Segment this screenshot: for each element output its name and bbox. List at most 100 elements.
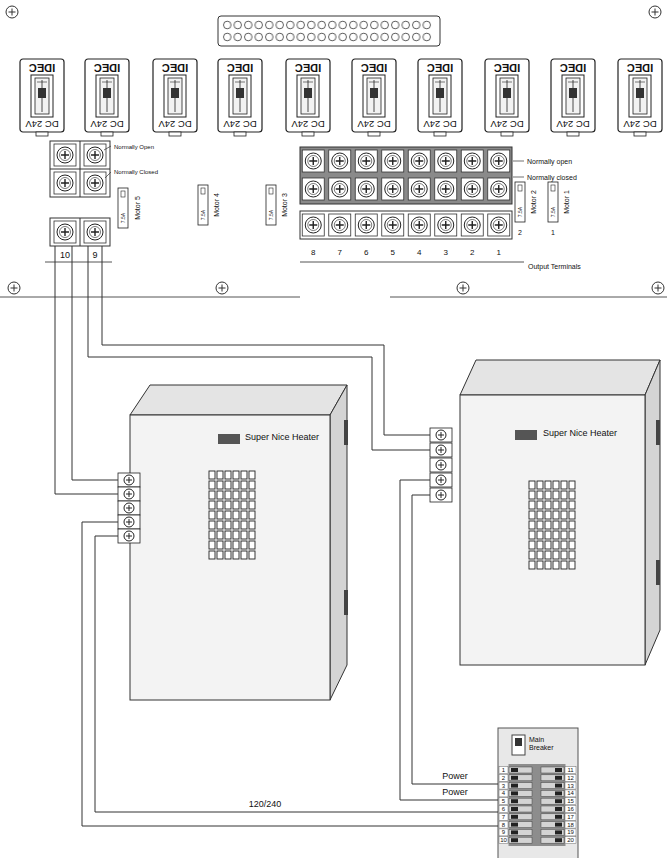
heater-box: Super Nice Heater (430, 395, 645, 665)
wire-label: Power (440, 788, 470, 798)
relay-body (551, 59, 595, 136)
panel-screw (8, 282, 20, 294)
output-band (300, 147, 512, 204)
relay-module: IDEC DC 24V (417, 58, 463, 136)
circuit-number: 14 (567, 790, 574, 796)
relay-module: IDECDC 24V (217, 58, 263, 136)
relay-brand: IDEC (295, 61, 321, 72)
relay-brand: IDEC (560, 61, 586, 72)
relay-voltage: DC 24V (623, 119, 656, 129)
breaker-title: Main Breaker (529, 736, 563, 751)
relay-module: IDEC DC 24V (285, 58, 331, 136)
panel-screw (216, 282, 228, 294)
panel-label: Motor 5 (134, 196, 141, 220)
connector-header (218, 16, 440, 46)
relay-body (20, 59, 64, 136)
relay-voltage: DC 24V (423, 119, 456, 129)
relay-body (286, 59, 330, 136)
relay-voltage: DC 24V (556, 119, 589, 129)
panel-edge (0, 262, 667, 297)
relay-brand: IDEC (627, 61, 653, 72)
fuse-holder (548, 182, 558, 222)
panel-label: 7.5A (269, 210, 274, 220)
breaker-panel: Main Breaker1234567891011121314151617181… (498, 728, 578, 858)
relay-body (618, 59, 662, 136)
relay-brand: IDEC (162, 61, 188, 72)
heater-label: Super Nice Heater (245, 433, 319, 442)
circuit-number: 2 (502, 775, 505, 781)
panel-label: 6 (364, 249, 368, 257)
circuit-number: 12 (567, 775, 574, 781)
relay-voltage: DC 24V (291, 119, 324, 129)
circuit-number: 3 (502, 783, 505, 789)
relay-module: IDEC DC 24V (550, 58, 596, 136)
relay-voltage: DC 24V (90, 119, 123, 129)
panel-label: Motor 3 (281, 193, 288, 217)
relay-brand: IDEC (427, 61, 453, 72)
relay-body (218, 59, 262, 136)
panel-label: 2 (470, 249, 474, 257)
heater-box: Super Nice Heater (118, 415, 330, 700)
panel-label: Motor 1 (563, 190, 570, 214)
terminal-block (50, 141, 110, 197)
wire-label: 120/240 (247, 800, 284, 810)
heater-illustration (118, 385, 348, 700)
panel-label: Motor 4 (213, 193, 220, 217)
terminal-screw (84, 172, 106, 194)
connector-pins (222, 19, 432, 43)
circuit-number: 16 (567, 806, 574, 812)
panel-label: 1 (551, 229, 555, 236)
circuit-number: 20 (567, 837, 574, 843)
relay-module: IDECDC 24V (19, 58, 65, 136)
terminal-screw (84, 144, 106, 166)
panel-label: 3 (444, 249, 448, 257)
relay-brand: IDEC (29, 61, 55, 72)
circuit-number: 11 (567, 767, 573, 773)
panel-label: 7 (338, 249, 342, 257)
control-panel (0, 6, 667, 297)
panel-label: 8 (311, 249, 315, 257)
relay-module: IDECDC 24V (484, 58, 530, 136)
panel-label: 4 (417, 249, 421, 257)
heater-illustration (430, 360, 660, 665)
panel-screw (649, 6, 661, 18)
panel-label: 7.5A (201, 210, 206, 220)
panel-label: Normally open (527, 158, 572, 165)
circuit-number: 6 (502, 806, 505, 812)
relay-voltage: DC 24V (158, 119, 191, 129)
output-terminal-row (300, 211, 512, 239)
terminal-grid (50, 141, 110, 197)
panel-label: 7.5A (121, 213, 126, 223)
power-wire (400, 480, 498, 800)
relay-body (485, 59, 529, 136)
terminal-column: 9 (80, 218, 110, 262)
leader-line (513, 161, 524, 177)
panel-label: 2 (518, 229, 522, 236)
circuit-number: 13 (567, 783, 574, 789)
relay-voltage: DC 24V (357, 119, 390, 129)
circuit-number: 1 (502, 767, 505, 773)
terminal-block (50, 218, 110, 246)
relay-module: IDEC DC 24V (152, 58, 198, 136)
fuse-holder (118, 188, 128, 228)
panel-label: Normally closed (527, 174, 577, 181)
terminal-screw (54, 221, 76, 243)
breaker-illustration (498, 728, 578, 858)
circuit-number: 19 (567, 829, 574, 835)
relay-voltage: DC 24V (223, 119, 256, 129)
wire-label: Power (440, 772, 470, 782)
circuit-number: 15 (567, 798, 574, 804)
leader-line (104, 146, 111, 178)
terminal-grid (80, 218, 81, 246)
circuit-number: 18 (567, 822, 574, 828)
panel-label: 7.5A (551, 207, 556, 217)
panel-label: Output Terminals (528, 263, 581, 270)
heater-label: Super Nice Heater (543, 429, 617, 438)
output-screws (302, 150, 510, 200)
circuit-number: 4 (502, 790, 505, 796)
circuit-number: 10 (500, 837, 507, 843)
relay-module: IDECDC 24V (351, 58, 397, 136)
relay-brand: IDEC (94, 61, 120, 72)
terminal-number: 9 (92, 250, 97, 259)
panel-label: Normally Closed (114, 169, 158, 175)
